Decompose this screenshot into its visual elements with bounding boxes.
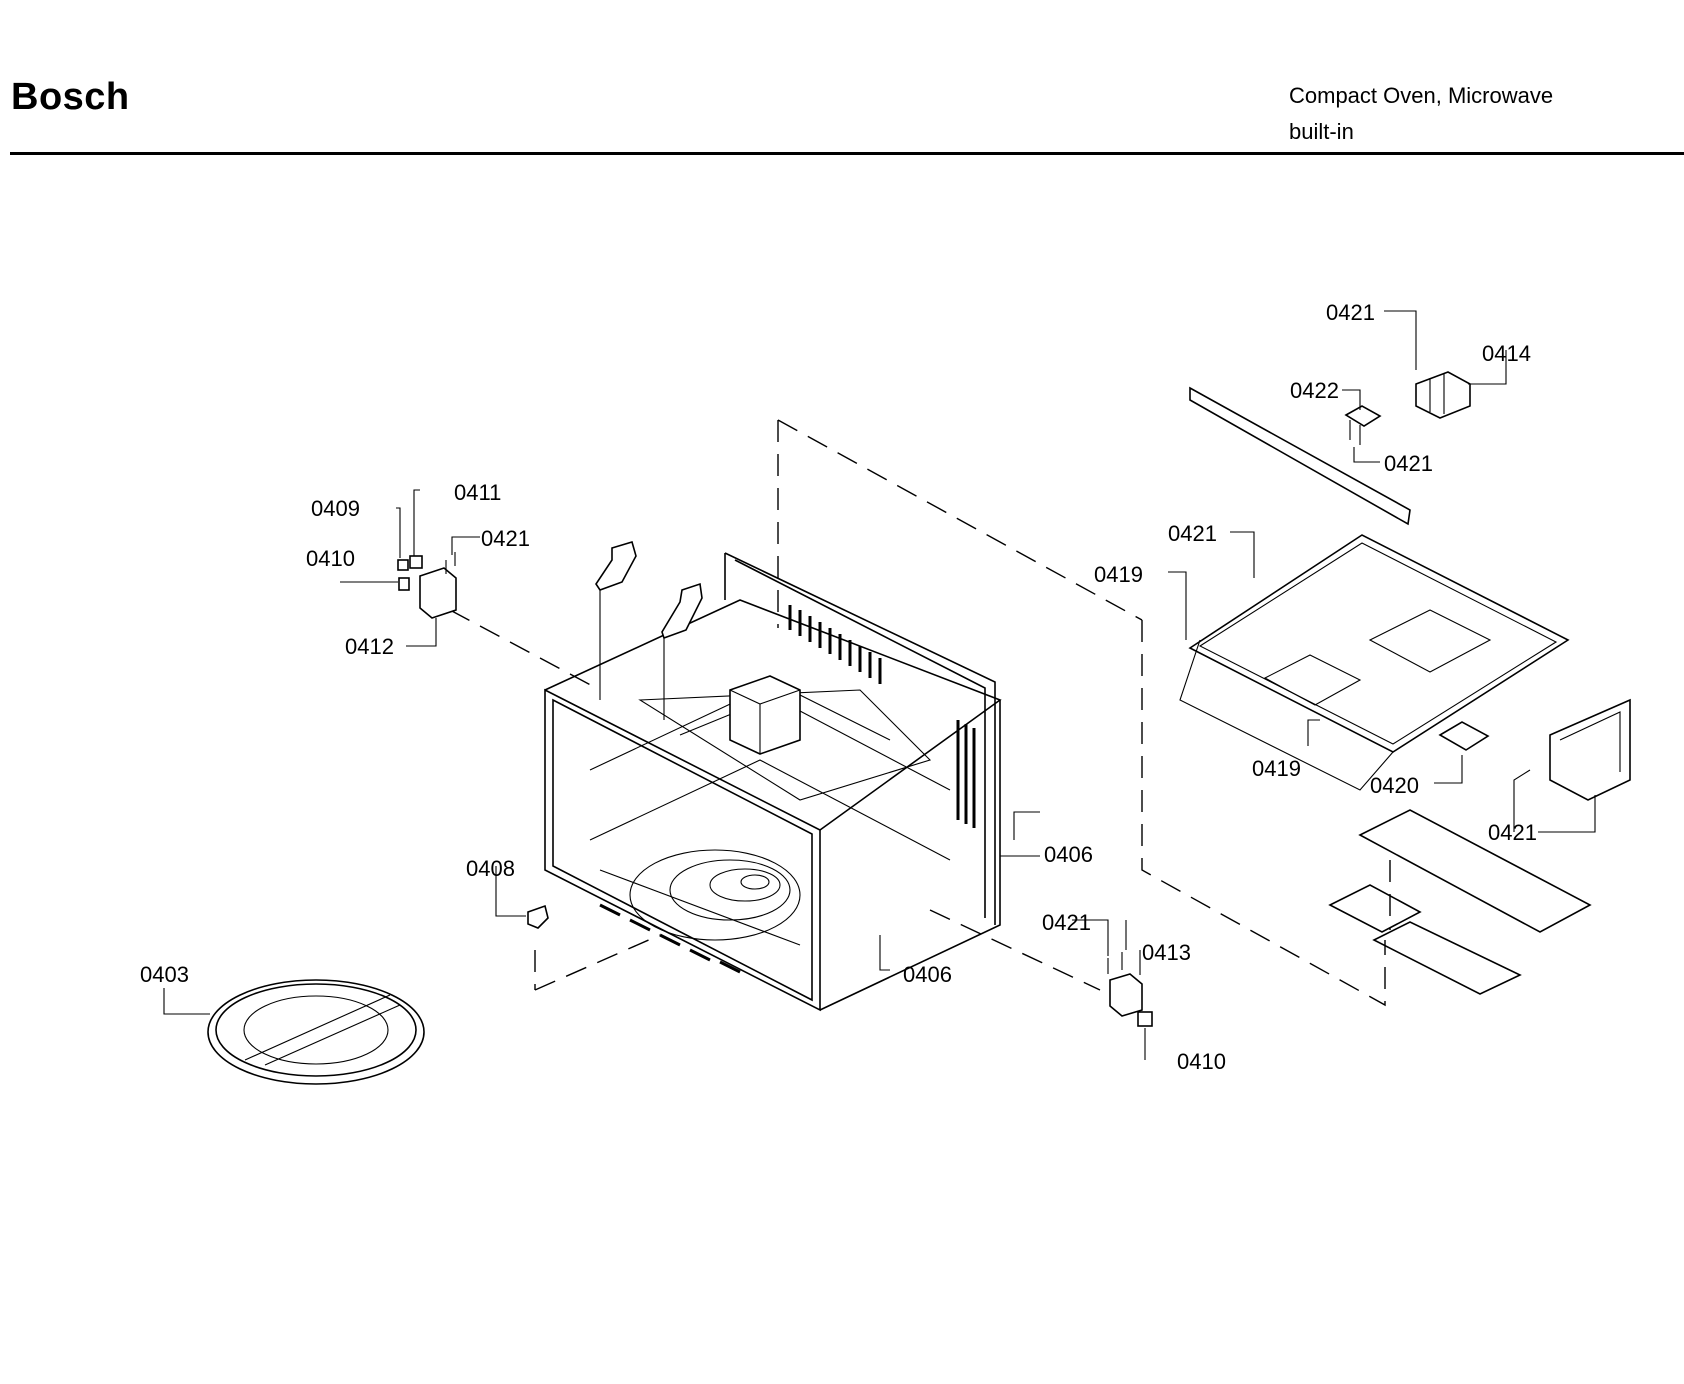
label-0403: 0403: [140, 962, 189, 987]
side-bracket: [1549, 698, 1631, 801]
label-0421-right: 0421: [1042, 910, 1091, 935]
lamp-holder: [1344, 405, 1382, 445]
turntable-coupler: [527, 904, 549, 929]
product-title: Compact Oven, Microwave: [1289, 83, 1554, 108]
label-0406-lower: 0406: [903, 962, 952, 987]
glass-turntable-tray: [207, 979, 425, 1085]
label-0406-upper: 0406: [1044, 842, 1093, 867]
label-0410-right: 0410: [1177, 1049, 1226, 1074]
label-0422: 0422: [1290, 378, 1339, 403]
label-0412: 0412: [345, 634, 394, 659]
label-0414: 0414: [1482, 341, 1531, 366]
product-subtitle: built-in: [1289, 119, 1354, 144]
assembly-dashed-lines: [449, 419, 1391, 1007]
label-0411: 0411: [454, 480, 501, 505]
brand-logo: Bosch: [11, 76, 130, 118]
cavity-turntable-outline: [629, 849, 801, 941]
part-labels: 0421 0414 0422 0421 0411 0409 0421 0410 …: [140, 300, 1537, 1074]
label-0421-left: 0421: [481, 526, 530, 551]
label-0408: 0408: [466, 856, 515, 881]
door-switch-left: [397, 552, 457, 619]
label-0413: 0413: [1142, 940, 1191, 965]
label-0421-plate: 0421: [1168, 521, 1217, 546]
base-plate: [1179, 534, 1570, 791]
product-description: Compact Oven, Microwave built-in: [1289, 78, 1553, 150]
label-0421-bracket: 0421: [1488, 820, 1537, 845]
label-0419-bottom: 0419: [1252, 756, 1301, 781]
magnetron-assembly: [729, 675, 801, 755]
label-0419-top: 0419: [1094, 562, 1143, 587]
oven-cavity-frame: [544, 552, 1002, 1012]
vent-grilles: [599, 605, 976, 974]
connector-0414: [1415, 371, 1471, 419]
label-0409: 0409: [311, 496, 360, 521]
label-0421-lamp: 0421: [1384, 451, 1433, 476]
mica-cover-0420: [1438, 721, 1490, 751]
leader-lines: [163, 310, 1596, 1060]
header-rule: [10, 152, 1684, 155]
top-brackets: [595, 541, 703, 720]
metal-strip: [1189, 386, 1411, 526]
door-switch-right: [1107, 952, 1153, 1027]
label-0420: 0420: [1370, 773, 1419, 798]
label-0421-top: 0421: [1326, 300, 1375, 325]
label-0410-left: 0410: [306, 546, 355, 571]
insulation-pads: [1328, 809, 1592, 995]
